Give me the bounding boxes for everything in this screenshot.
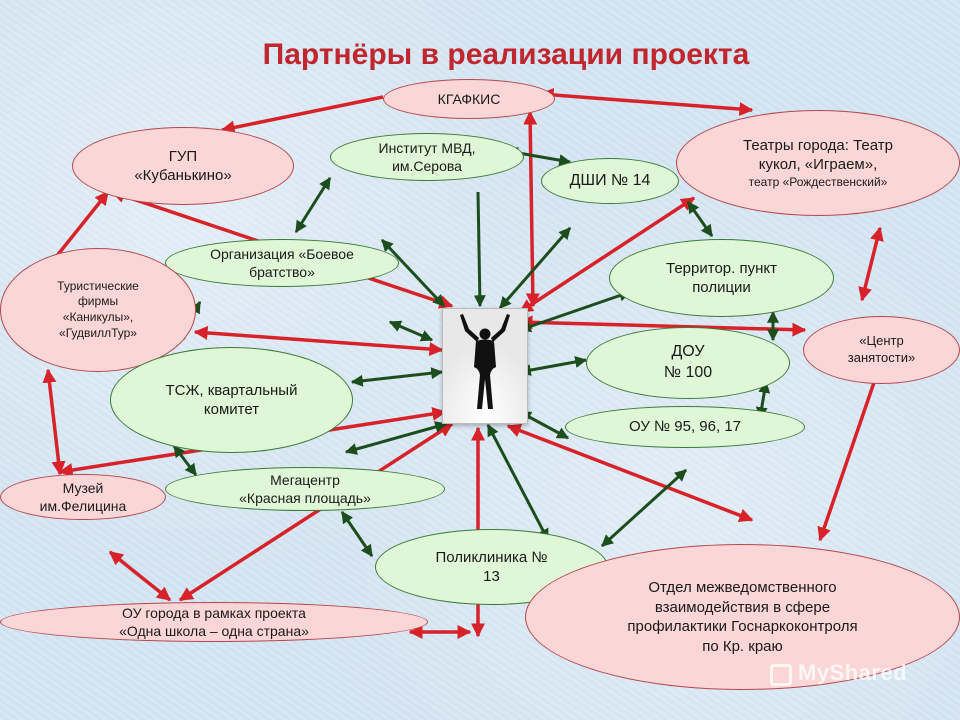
red-arrow-8 <box>193 325 444 357</box>
node-employment-label: «Центр занятости» <box>847 333 916 365</box>
node-theaters-sublabel: театр «Рождественский» <box>748 174 888 189</box>
person-arms-raised-icon <box>443 309 527 423</box>
node-gup-label: ГУП «Кубанькино» <box>134 147 232 185</box>
red-arrow-0 <box>220 95 384 135</box>
green-arrow-34 <box>486 423 550 542</box>
node-ou-label: ОУ № 95, 96, 17 <box>628 418 742 436</box>
node-megacenter-label: Мегацентр «Красная площадь» <box>239 471 371 506</box>
center-figure <box>442 308 528 424</box>
node-otdel-label: Отдел межведомственного взаимодействия в… <box>627 579 858 655</box>
green-arrow-26 <box>350 367 444 387</box>
node-tszh-label: ТСЖ, квартальный комитет <box>165 381 298 419</box>
node-tszh-committee[interactable]: ТСЖ, квартальный комитет <box>110 347 353 453</box>
node-police-label: Территор. пункт полиции <box>666 259 777 297</box>
green-arrow-35 <box>600 468 688 548</box>
node-institute-mvd[interactable]: Институт МВД, им.Серова <box>330 133 524 181</box>
red-arrow-1 <box>539 87 754 117</box>
page-title: Партнёры в реализации проекта <box>262 38 750 71</box>
node-employment-center[interactable]: «Центр занятости» <box>803 316 960 384</box>
green-arrow-23 <box>686 201 714 237</box>
red-arrow-16 <box>817 363 883 542</box>
green-arrow-19 <box>473 191 486 308</box>
node-ou-city-project[interactable]: ОУ города в рамках проекта «Одна школа –… <box>0 602 428 642</box>
red-arrow-5 <box>523 110 540 308</box>
node-museum-felitsin[interactable]: Музей им.Фелицина <box>0 474 166 520</box>
node-ou-95-96-17[interactable]: ОУ № 95, 96, 17 <box>565 406 805 448</box>
watermark-text: MyShared <box>798 660 908 685</box>
node-dou-100[interactable]: ДОУ № 100 <box>586 327 790 399</box>
red-arrow-4 <box>858 226 884 302</box>
node-kgafkis[interactable]: КГАФКИС <box>383 79 555 119</box>
node-dshi-label: ДШИ № 14 <box>569 171 651 189</box>
red-arrow-9 <box>42 368 66 476</box>
node-museum-label: Музей им.Фелицина <box>39 479 127 514</box>
green-arrow-20 <box>498 227 572 309</box>
node-tourist-firms[interactable]: Туристические фирмы «Каникулы», «Гудвилл… <box>0 248 196 372</box>
green-arrow-21 <box>380 238 446 308</box>
node-clinic-label: Поликлиника № 13 <box>435 548 548 586</box>
green-arrow-25 <box>388 320 434 342</box>
node-theaters-label: Театры города: Театр кукол, «Играем», <box>743 136 893 174</box>
green-arrow-33 <box>340 511 374 557</box>
green-arrow-29 <box>344 421 448 455</box>
node-kgafkis-label: КГАФКИС <box>437 90 501 107</box>
node-police-point[interactable]: Территор. пункт полиции <box>609 239 834 317</box>
node-otdel-gosnarkokontrol[interactable]: Отдел межведомственного взаимодействия в… <box>525 544 960 690</box>
node-ou-city-label: ОУ города в рамках проекта «Одна школа –… <box>119 604 309 639</box>
node-dou-label: ДОУ № 100 <box>663 343 713 381</box>
green-arrow-30 <box>518 356 588 376</box>
watermark: MyShared <box>770 660 907 686</box>
node-gup-kubankino[interactable]: ГУП «Кубанькино» <box>72 127 294 205</box>
node-megacenter[interactable]: Мегацентр «Красная площадь» <box>165 467 445 511</box>
green-arrow-28 <box>172 445 198 476</box>
node-dshi-14[interactable]: ДШИ № 14 <box>541 158 679 204</box>
green-arrow-22 <box>518 289 632 333</box>
node-mvd-label: Институт МВД, им.Серова <box>378 139 476 174</box>
red-arrow-11 <box>108 550 172 602</box>
green-arrow-18 <box>294 176 332 234</box>
node-boevoe-bratstvo[interactable]: Организация «Боевое братство» <box>165 239 399 287</box>
logo-icon <box>770 664 792 686</box>
node-tourist-label: Туристические фирмы «Каникулы», «Гудвилл… <box>57 278 139 340</box>
node-boevoe-label: Организация «Боевое братство» <box>210 245 354 280</box>
node-theaters[interactable]: Театры города: Театр кукол, «Играем», те… <box>676 110 960 216</box>
